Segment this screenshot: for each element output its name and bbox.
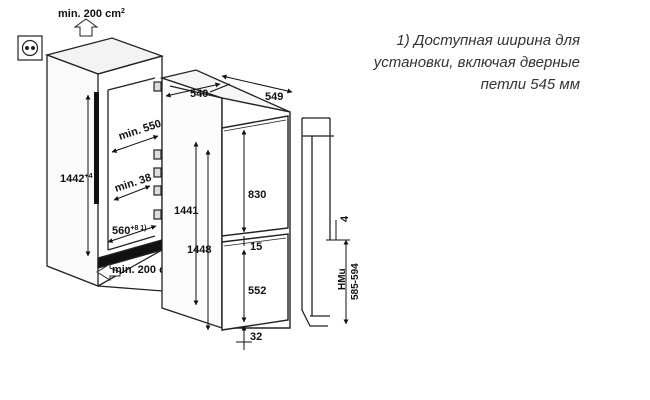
depth-min-label: min. 550 xyxy=(117,118,163,143)
side-hmu-label: HMu xyxy=(337,268,348,290)
note-line-3: петли 545 мм xyxy=(480,76,580,93)
hinge-brackets xyxy=(153,81,162,220)
gap-min-label: min. 38 xyxy=(113,172,153,195)
vent-top-arrow-icon xyxy=(73,18,99,37)
niche-width-label: 560+8 1) xyxy=(112,225,147,237)
door-gap-label: 15 xyxy=(250,241,262,253)
appliance-height-label: 1441 xyxy=(174,205,198,217)
vent-top-label: min. 200 cm2 xyxy=(58,8,125,20)
rear-seal-strip xyxy=(94,92,99,204)
lower-door-label: 552 xyxy=(248,285,266,297)
cabinet-depth-dim xyxy=(165,82,221,98)
side-range-label: 585-594 xyxy=(350,263,361,300)
vent-bottom-arrow-icon xyxy=(96,263,121,281)
upper-door xyxy=(221,115,289,237)
note-line-1: 1) Доступная ширина для xyxy=(396,32,580,49)
upper-door-label: 830 xyxy=(248,189,266,201)
appliance-front xyxy=(221,97,291,331)
door-depth-dim xyxy=(221,74,293,94)
cabinet-depth-label: 540 xyxy=(190,88,208,100)
power-socket-icon xyxy=(17,35,43,61)
depth-min-dim xyxy=(111,135,159,153)
niche-height-label: 1442+4 xyxy=(60,173,93,185)
door-depth-label: 549 xyxy=(265,91,283,103)
total-height-label: 1448 xyxy=(187,244,211,256)
lower-door xyxy=(221,233,289,331)
gap-min-dim xyxy=(113,185,151,201)
note-line-2: установки, включая дверные xyxy=(373,54,580,71)
bottom-offset-label: 32 xyxy=(250,331,262,343)
side-top-label: 4 xyxy=(339,215,351,222)
kitchen-niche xyxy=(44,37,177,293)
niche-width-dim xyxy=(107,225,157,243)
side-section-view xyxy=(301,117,334,327)
installation-note: 1) Доступная ширина для установки, включ… xyxy=(360,30,580,96)
